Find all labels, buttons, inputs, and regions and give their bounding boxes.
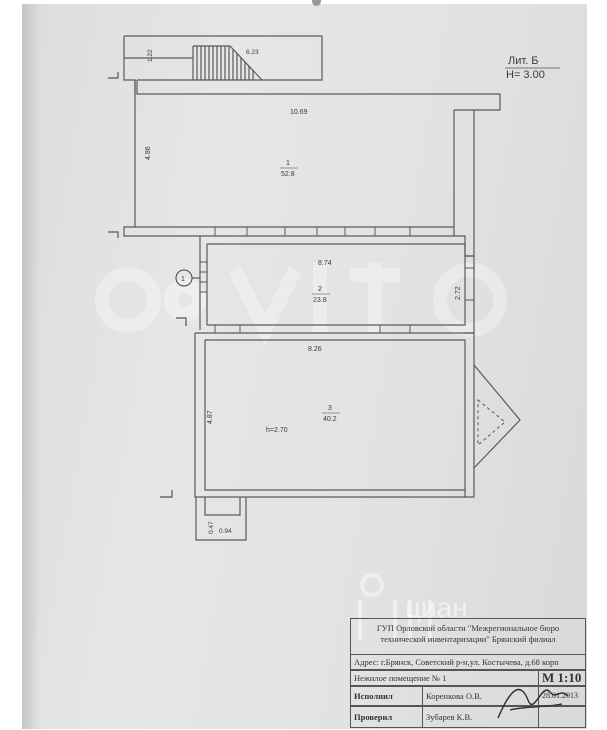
windows [200,227,474,333]
checked-name: Зубарев К.В. [423,707,539,727]
cian-watermark-text: циан [405,592,468,623]
paper-sheet [22,4,587,729]
dim-stair-small: 1.22 [147,49,154,62]
title-block-org: ГУП Орловской области "Межрегиональное б… [350,618,586,654]
checked-label: Проверил [351,707,423,727]
dim-room2-width: 8.74 [318,260,332,267]
dim-porch-a: 0.94 [219,528,232,535]
dim-room1-height: 4.86 [145,146,152,160]
executed-row: Исполнил Коренкова О.В. 28.01.2013 [350,686,586,706]
dim-porch-b: 0.47 [208,521,215,534]
plan-height-note: H= 3.00 [506,69,545,81]
checked-row: Проверил Зубарев К.В. [350,706,586,728]
scale-text: М 1:10 [542,670,582,685]
room2-area: 23.8 [313,297,327,304]
executed-name: Коренкова О.В. [423,687,539,705]
room3-area: 40.2 [323,416,337,423]
address-text: Адрес: г.Брянск, Советский р-н,ул. Косты… [354,657,559,667]
top-indicator-dot [312,0,321,6]
org-line-2: технической инвентаризации" Брянский фил… [380,634,556,644]
room2-number: 2 [318,286,322,293]
marker-number: 1 [181,276,185,283]
paper-fold-shadow [22,4,40,729]
premises-row: Нежилое помещение № 1 М 1:10 [350,670,586,686]
title-block: ГУП Орловской области "Межрегиональное б… [350,618,587,729]
dim-room2-height: 2.72 [455,286,462,300]
walls [123,35,521,541]
executed-label: Исполнил [351,687,423,705]
premises-text: Нежилое помещение № 1 [351,671,539,685]
room3-height-note: h=2.70 [266,427,288,434]
dim-stair-width: 6.23 [246,49,259,56]
room1-number: 1 [286,160,290,167]
org-line-1: ГУП Орловской области "Межрегиональное б… [376,623,560,633]
signature-scribble [497,688,569,719]
room3-number: 3 [328,405,332,412]
entry-marks [108,72,187,498]
avito-watermark [95,262,507,346]
room1-area: 52.8 [281,171,295,178]
plan-letter: Лит. Б [508,55,539,67]
dim-room3-width: 8.26 [308,346,322,353]
bay-window-marker [477,398,506,447]
dim-room3-height: 4.87 [207,410,214,424]
cian-watermark [358,573,432,640]
address-row: Адрес: г.Брянск, Советский р-н,ул. Косты… [350,654,586,670]
stamp-date: 28.01.2013 [542,691,578,700]
dim-room1-width: 10.69 [290,109,308,116]
